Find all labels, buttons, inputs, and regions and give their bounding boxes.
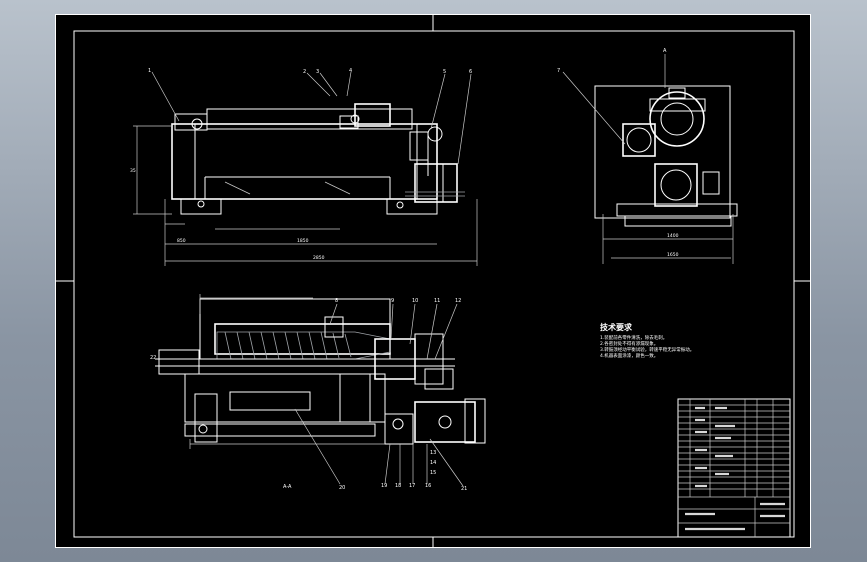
section-view: 8 9 10 11 12 13 14 15 16 17 18 19 20 21 … <box>150 294 486 492</box>
side-view: 1400 1650 A 7 <box>557 48 738 264</box>
title-block <box>677 398 791 538</box>
front-view: 35 850 1850 2850 1 2 3 4 5 6 <box>130 68 478 266</box>
side-dim-b: 1650 <box>667 252 679 258</box>
callout-7: 7 <box>557 68 560 74</box>
section-label: A-A <box>283 484 292 490</box>
front-dim-b: 1850 <box>297 238 309 244</box>
callout-11: 11 <box>434 298 440 304</box>
callout-3: 3 <box>316 69 319 75</box>
callout-20: 20 <box>339 485 345 491</box>
callout-21: 21 <box>461 486 467 492</box>
view-mark-a: A <box>663 48 667 54</box>
callout-17: 17 <box>409 483 415 489</box>
callout-12: 12 <box>455 298 461 304</box>
note-line-3: 3.转鼓须经动平衡试验，转速平稳无异常振动。 <box>600 346 694 353</box>
callout-14: 14 <box>430 460 436 466</box>
front-dim-a: 850 <box>177 238 186 244</box>
engineering-drawing: 35 850 1850 2850 1 2 3 4 5 6 <box>55 14 811 548</box>
callout-13: 13 <box>430 450 436 456</box>
callout-6: 6 <box>469 69 472 75</box>
callout-9: 9 <box>391 298 394 304</box>
front-dim-c: 2850 <box>313 255 325 261</box>
centering-marks <box>55 14 811 548</box>
callout-4: 4 <box>349 68 352 74</box>
side-dim-a: 1400 <box>667 233 679 239</box>
note-line-2: 2.各密封处不得有渗漏现象。 <box>600 340 658 347</box>
note-line-4: 4.机器表面涂漆，颜色一致。 <box>600 352 658 359</box>
technical-notes: 技术要求 1.装配前各零件清洗，除去毛刺。 2.各密封处不得有渗漏现象。 3.转… <box>600 322 694 359</box>
notes-title: 技术要求 <box>600 322 633 332</box>
callout-16: 16 <box>425 483 431 489</box>
callout-8: 8 <box>335 298 338 304</box>
note-line-1: 1.装配前各零件清洗，除去毛刺。 <box>600 334 667 341</box>
callout-19: 19 <box>381 483 387 489</box>
front-dim-height: 35 <box>130 168 136 174</box>
callout-10: 10 <box>412 298 418 304</box>
inner-frame <box>73 30 795 538</box>
callout-5: 5 <box>443 69 446 75</box>
callout-18: 18 <box>395 483 401 489</box>
callout-2: 2 <box>303 69 306 75</box>
callout-22: 22 <box>150 355 156 361</box>
callout-15: 15 <box>430 470 436 476</box>
callout-1: 1 <box>148 68 151 74</box>
